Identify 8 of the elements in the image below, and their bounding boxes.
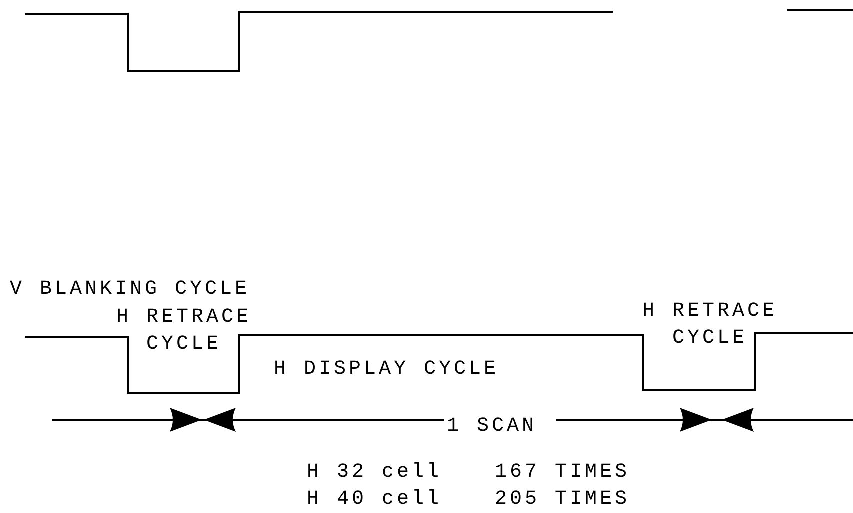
cycle-label: H DISPLAY CYCLE	[274, 357, 500, 383]
table-text: H 40 cell	[307, 487, 442, 513]
table-text: 205 TIMES	[495, 487, 630, 513]
table-text: 167 TIMES	[495, 460, 630, 486]
cycle-label: H RETRACE CYCLE	[641, 299, 779, 352]
table-text: H 32 cell	[307, 460, 442, 486]
cycle-label: H RETRACE CYCLE	[115, 305, 253, 358]
heading: V BLANKING CYCLE	[10, 277, 250, 303]
